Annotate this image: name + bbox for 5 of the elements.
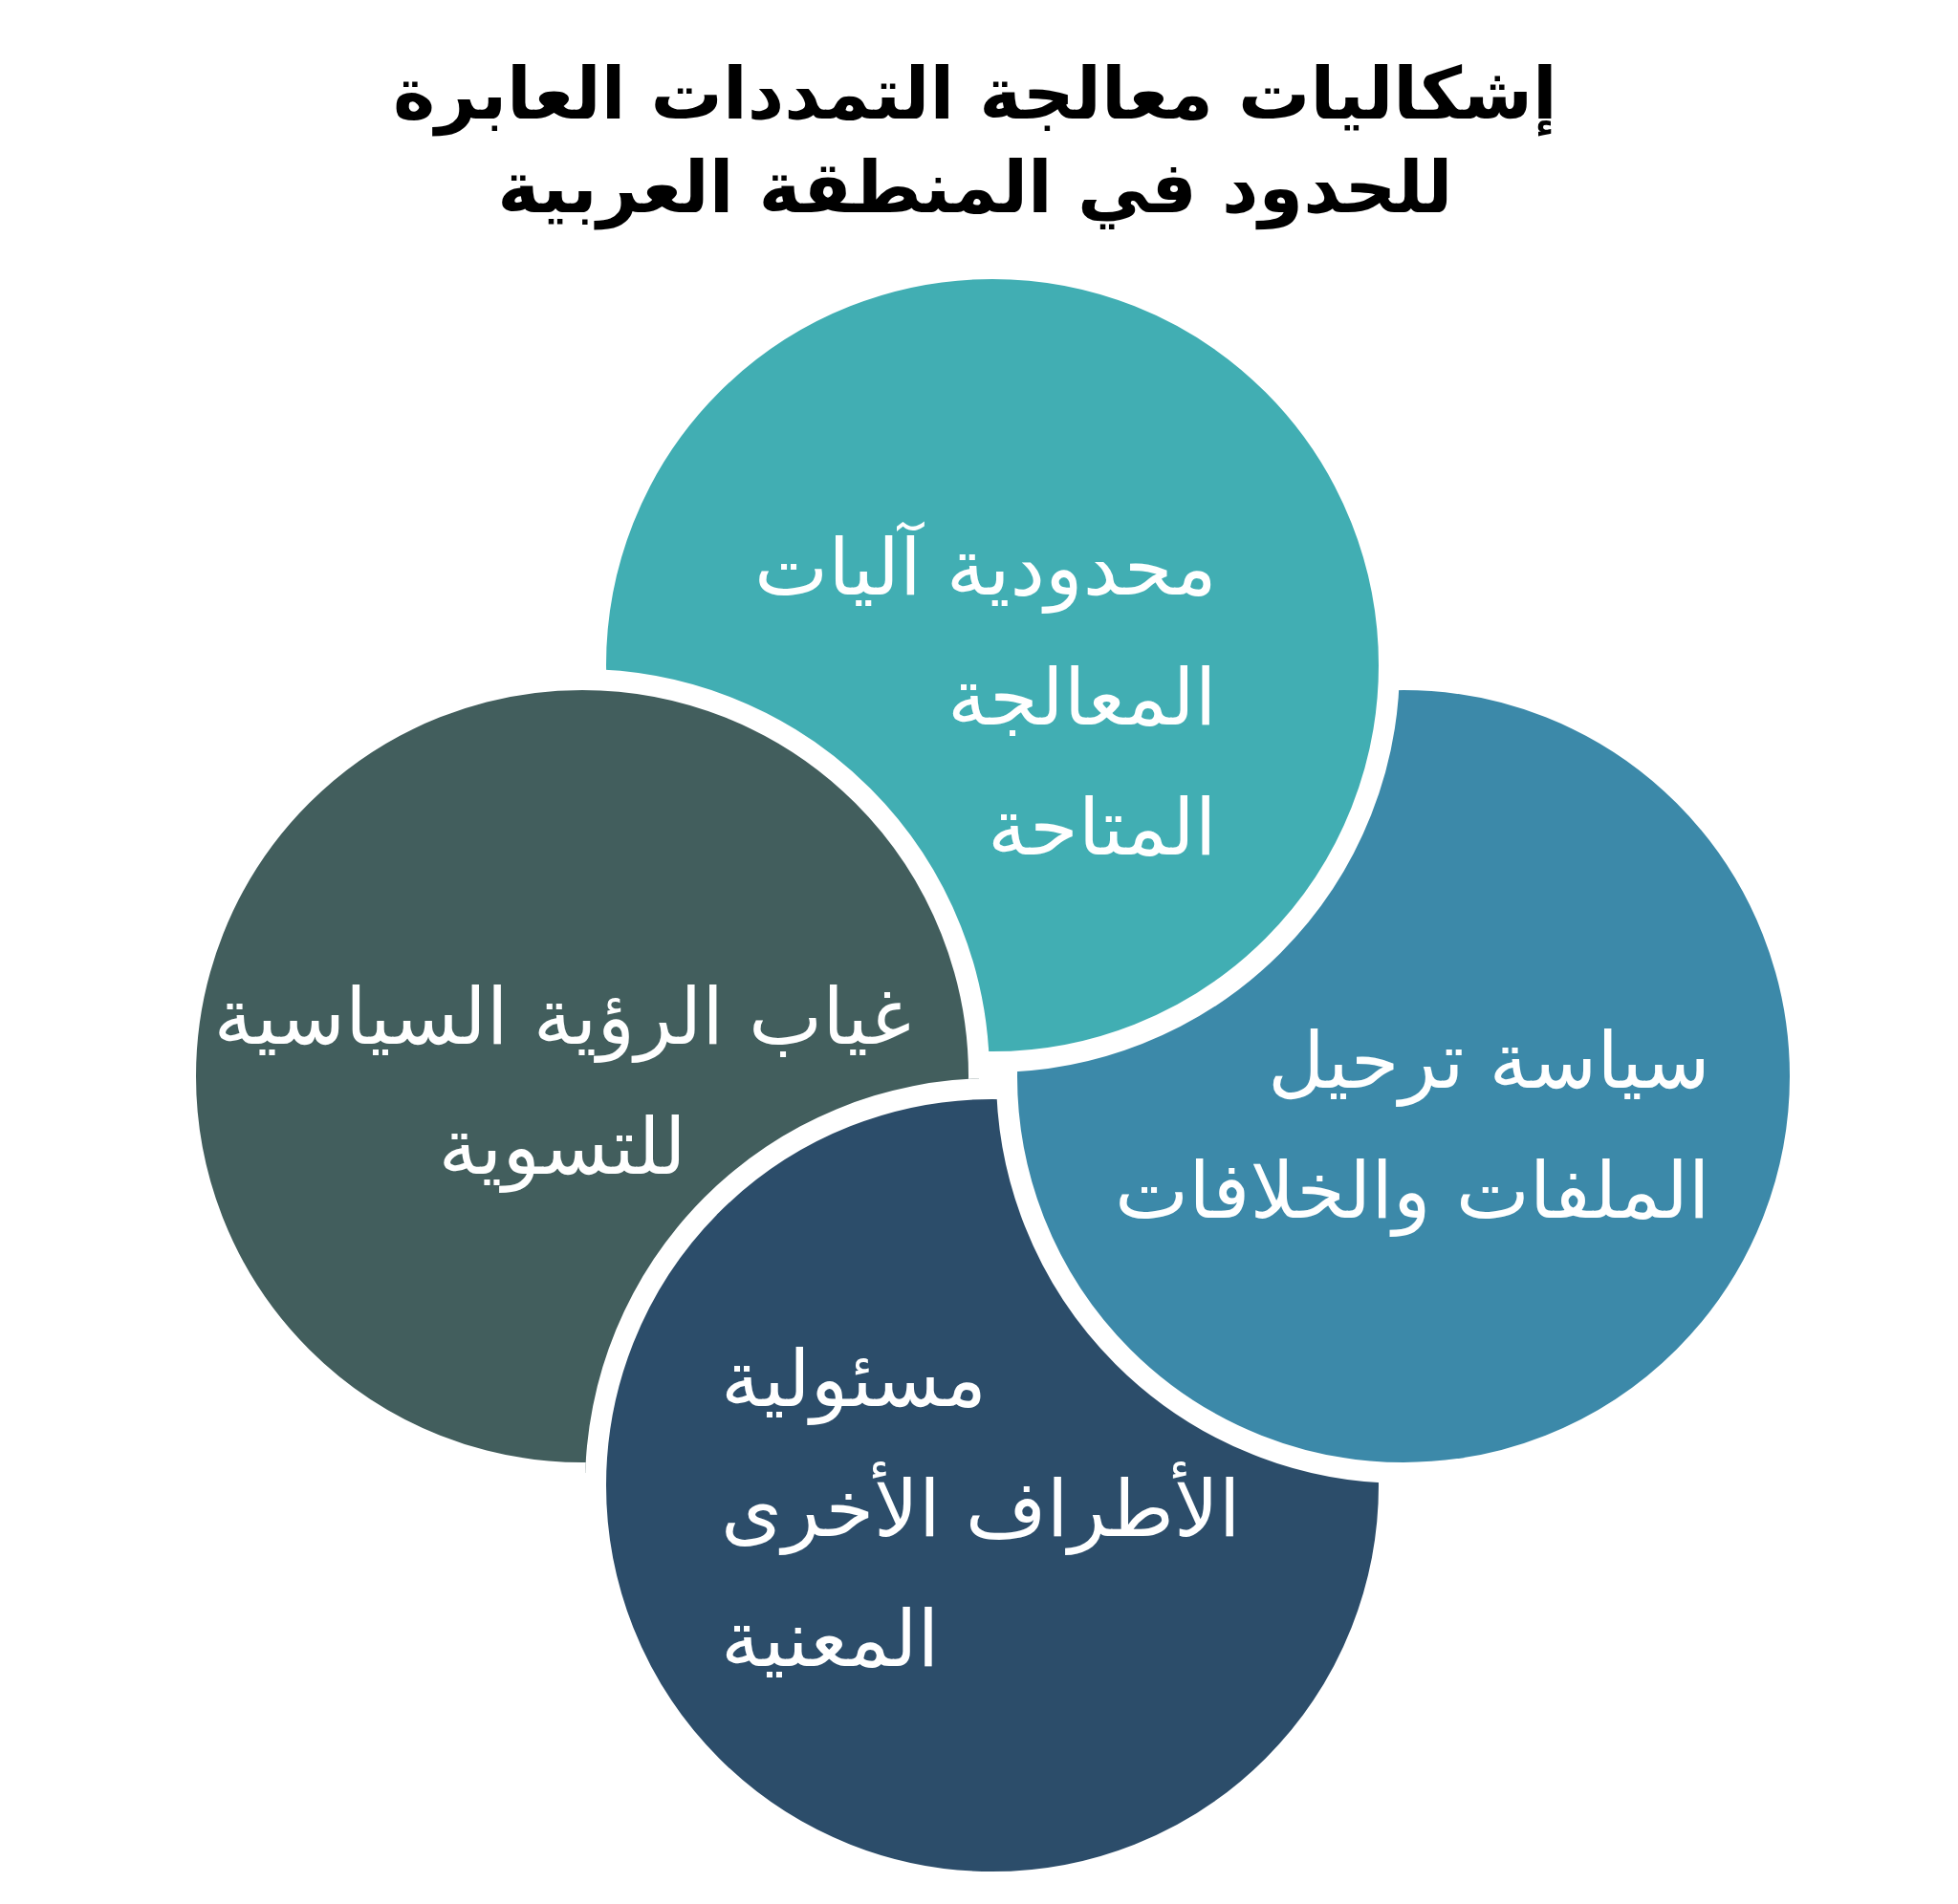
topic-text: غياب الرؤية السياسية للتسوية (213, 970, 911, 1195)
topic-text: سياسة ترحيل الملفات والخلافات (1115, 1014, 1710, 1239)
topic-text: محدودية آليات المعالجة المتاحة (754, 520, 1217, 875)
title: إشكاليات معالجة التمددات العابرة للحدود في المنطقة العربية (393, 51, 1557, 232)
topic-text: مسئولية الأطراف الأخرى المعنية (721, 1332, 1241, 1686)
